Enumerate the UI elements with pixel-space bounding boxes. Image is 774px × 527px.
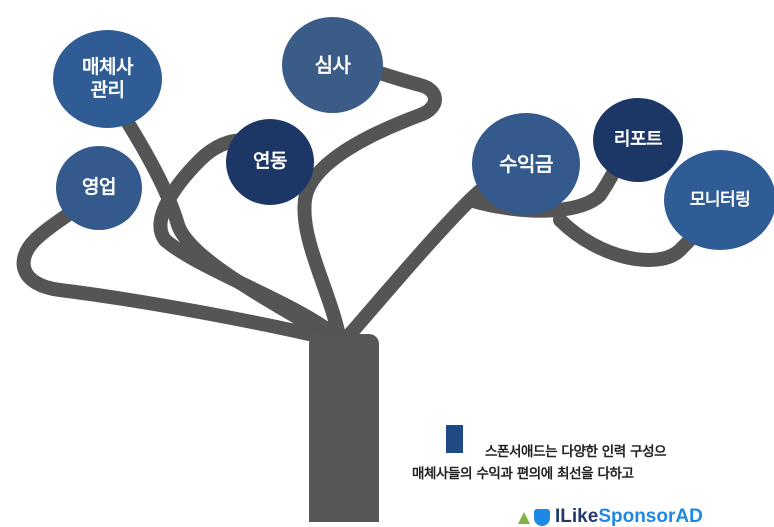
caption-line-1: 스폰서애드는 다양한 인력 구성으 — [485, 444, 667, 460]
brand-name-light: SponsorAD — [598, 506, 703, 527]
leaf-icon — [518, 512, 530, 524]
node-review: 심사 — [282, 17, 383, 113]
node-report: 리포트 — [593, 98, 683, 182]
brand-logo: ILikeSponsorAD — [518, 507, 703, 527]
node-media-mgmt: 매체사 관리 — [53, 30, 162, 128]
branch-sales — [16, 198, 342, 347]
node-integration: 연동 — [226, 119, 314, 205]
shield-icon — [534, 509, 550, 526]
caption-line-2: 매체사들의 수익과 편의에 최선을 다하고 — [412, 466, 634, 482]
node-sales: 영업 — [56, 146, 142, 230]
caption-marker — [446, 425, 463, 453]
node-revenue: 수익금 — [472, 113, 580, 215]
tree-trunk — [309, 334, 379, 522]
node-monitoring: 모니터링 — [664, 150, 774, 250]
branch-integration — [153, 133, 342, 342]
branch-review — [297, 53, 442, 347]
brand-name-dark: ILike — [555, 506, 599, 527]
